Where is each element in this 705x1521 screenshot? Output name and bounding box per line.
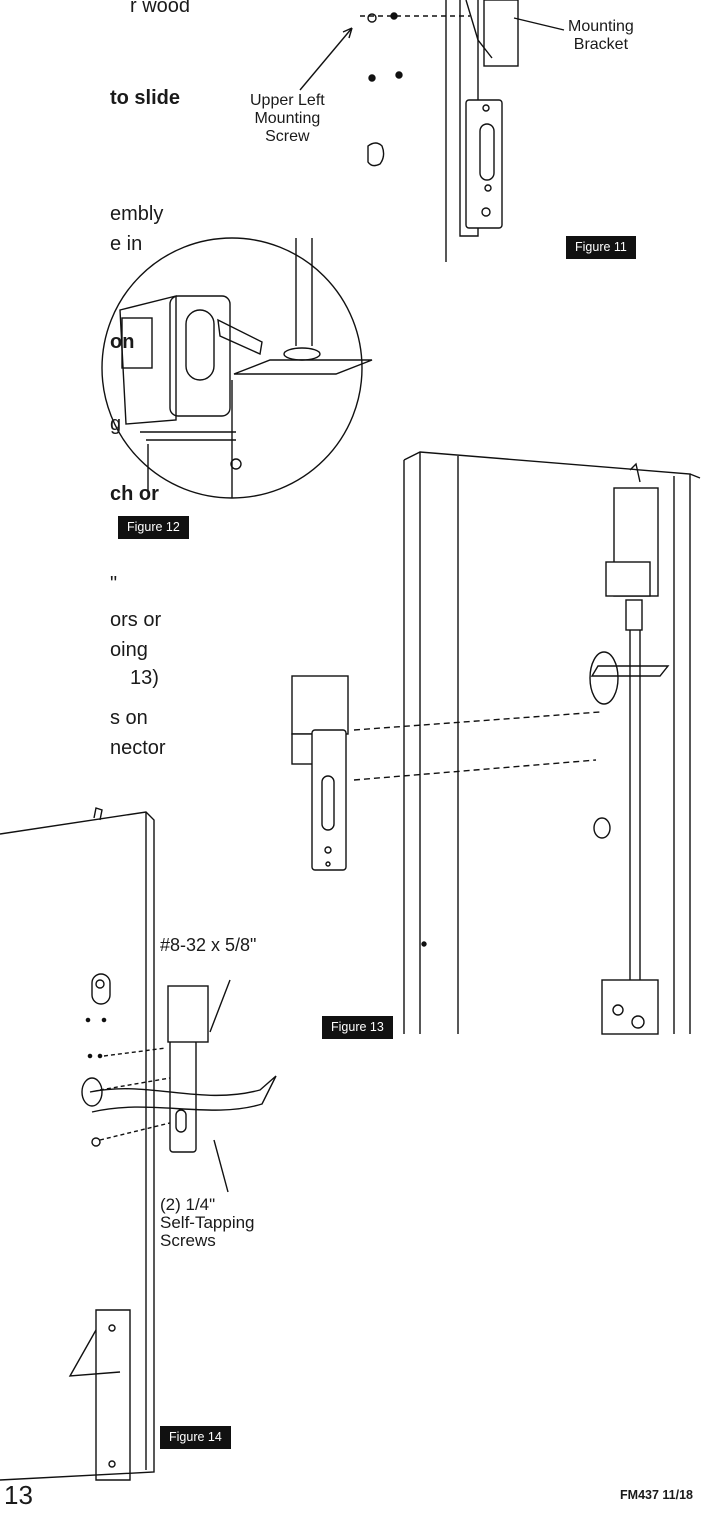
text-fragment: s on — [110, 707, 148, 729]
text-fragment: r wood — [130, 0, 191, 17]
text-fragment: to slide — [110, 87, 181, 109]
text-fragment: " — [110, 573, 118, 595]
mounting-bracket-callout: Mounting Bracket — [568, 18, 634, 54]
page-number: 13 — [4, 1480, 33, 1510]
callout-line: Mounting — [568, 18, 634, 35]
figure-12-drawing — [101, 237, 373, 499]
figure-13-label: Figure 13 — [322, 1016, 393, 1039]
figure-14-drawing — [0, 807, 277, 1481]
text-fragment: g — [110, 413, 122, 435]
figure-12-label: Figure 12 — [118, 516, 189, 539]
screw-size-callout: #8-32 x 5/8" — [160, 935, 257, 955]
figure-11-drawing — [299, 0, 565, 262]
text-fragment: on — [110, 331, 135, 353]
callout-line: Upper Left — [250, 92, 325, 109]
self-tapping-screws-callout: (2) 1/4" Self-Tapping Screws — [160, 1196, 255, 1250]
document-id: FM437 11/18 — [620, 1488, 693, 1502]
figure-13-drawing — [291, 451, 701, 1035]
text-fragment: 13) — [130, 667, 159, 689]
figure-14-label: Figure 14 — [160, 1426, 231, 1449]
text-fragment: ch or — [110, 483, 159, 505]
text-fragment: oing — [110, 639, 148, 661]
text-fragment: e in — [110, 233, 143, 255]
text-fragment: embly — [110, 203, 164, 225]
callout-line: Bracket — [573, 36, 629, 53]
callout-line: Mounting — [254, 110, 321, 127]
callout-line: Screws — [160, 1231, 216, 1250]
text-fragment: nector — [110, 737, 166, 759]
upper-left-screw-callout: Upper Left Mounting Screw — [250, 92, 325, 146]
text-fragment: ors or — [110, 609, 162, 631]
figure-11-label: Figure 11 — [566, 236, 636, 259]
callout-line: (2) 1/4" — [160, 1195, 216, 1214]
callout-line: Self-Tapping — [160, 1213, 255, 1232]
callout-line: Screw — [265, 128, 310, 145]
